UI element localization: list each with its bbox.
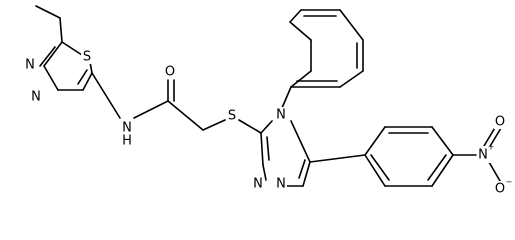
bond (370, 154, 390, 181)
bond (290, 120, 311, 163)
bond (35, 5, 61, 19)
bond (91, 72, 121, 119)
bond (43, 41, 63, 67)
atom-label-nitrogen-thiadiazole-3: N (25, 58, 35, 73)
bond (488, 161, 501, 182)
nitro-oxygen-negative-charge: − (506, 178, 513, 187)
bond (431, 154, 454, 187)
bond (483, 125, 497, 147)
atom-label-thioether-sulfur: S (228, 109, 236, 124)
bond (43, 65, 59, 91)
atom-label-nitro-oxygen-top: O (495, 115, 505, 130)
bond (364, 126, 386, 156)
bond (266, 136, 270, 161)
bond (289, 9, 302, 23)
bond (431, 126, 454, 156)
atom-label-triazole-nitrogen-4: N (276, 108, 286, 123)
bond (77, 69, 88, 85)
bond (260, 120, 273, 134)
bond (281, 86, 292, 109)
atom-label-carbonyl-oxygen: O (165, 65, 175, 80)
bond (262, 164, 267, 181)
bond (82, 72, 93, 91)
bond (298, 159, 306, 179)
atom-label-nitro-nitrogen: N (478, 148, 488, 163)
bond (133, 100, 169, 119)
bond (290, 70, 312, 88)
atom-label-nitrogen-thiadiazole-4: N (31, 90, 41, 105)
atom-labels: S N N N H O S N N N N + O O − (24, 49, 512, 197)
chemical-structure-diagram: S N N N H O S N N N N + O O − (24, 5, 512, 197)
bond (260, 132, 264, 166)
bond (427, 154, 447, 181)
bond (339, 70, 364, 88)
bond (302, 161, 311, 187)
atom-label-amide-hydrogen: H (122, 134, 132, 149)
atom-label-triazole-nitrogen-2: N (276, 177, 286, 192)
bond (167, 100, 204, 131)
bond (238, 119, 262, 134)
atom-label-amide-nitrogen: N (122, 121, 132, 136)
bond-lines (35, 5, 502, 187)
atom-label-nitro-oxygen-bottom: O (495, 182, 505, 197)
atom-label-sulfur-thiadiazole: S (83, 50, 91, 65)
atom-label-triazole-nitrogen-1: N (253, 177, 263, 192)
nitro-positive-charge: + (488, 143, 495, 152)
bond (364, 154, 386, 187)
bond (59, 17, 63, 43)
bond (488, 127, 502, 149)
bond (202, 119, 226, 131)
bond (309, 154, 366, 163)
bond (289, 21, 312, 41)
bond (339, 9, 364, 41)
bond (39, 46, 56, 67)
